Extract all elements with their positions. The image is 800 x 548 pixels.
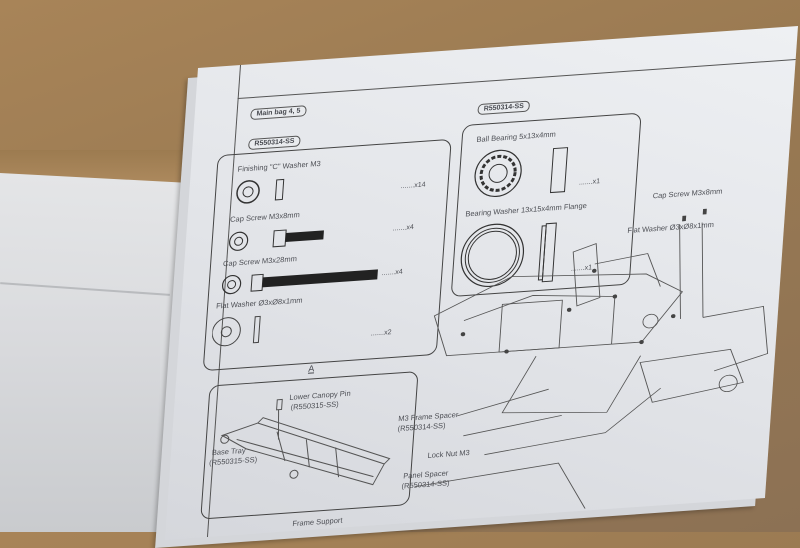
item-name: Cap Screw M3x8mm (229, 210, 301, 224)
item-name: Finishing "C" Washer M3 (237, 158, 321, 174)
parts-box-left: Finishing "C" Washer M3 .......x14 Cap S… (202, 138, 452, 372)
left-part-number: R550314-SS (247, 135, 301, 151)
item-qty: .......x4 (392, 224, 414, 233)
item-name: Flat Washer Ø3xØ8x1mm (215, 295, 303, 311)
page-frame-top (237, 59, 796, 100)
background-paper-lower (0, 300, 160, 532)
manual-page: Main bag 4, 5 R550314-SS Finishing "C" W… (164, 26, 798, 540)
washer-c-icon (236, 178, 285, 204)
flat-washer-icon (211, 315, 261, 347)
right-part-number: R550314-SS (477, 100, 531, 116)
base-tray-drawing (220, 398, 391, 486)
item-qty: .......x2 (370, 329, 392, 338)
item-name: Ball Bearing 5x13x4mm (476, 129, 557, 145)
callout-frame-support: Frame Support (292, 515, 343, 529)
parts-box-right: Ball Bearing 5x13x4mm .......x1 Bearing … (450, 112, 642, 298)
cap-screw-long-icon (221, 269, 378, 295)
item-qty: .......x1 (578, 178, 601, 187)
bearing-washer-icon (460, 222, 557, 288)
ball-bearing-icon (474, 147, 569, 198)
item-name: Cap Screw M3x28mm (222, 254, 298, 269)
item-qty: .......x4 (381, 268, 403, 278)
detail-a-title: A (307, 363, 315, 374)
bag-label: Main bag 4, 5 (250, 105, 307, 121)
item-qty: .......x14 (400, 181, 426, 191)
cap-screw-short-icon (228, 229, 324, 251)
frame-assembly-drawing (414, 208, 769, 509)
detail-a-box: Lower Canopy Pin (R550315-SS) Base Tray … (200, 370, 419, 520)
